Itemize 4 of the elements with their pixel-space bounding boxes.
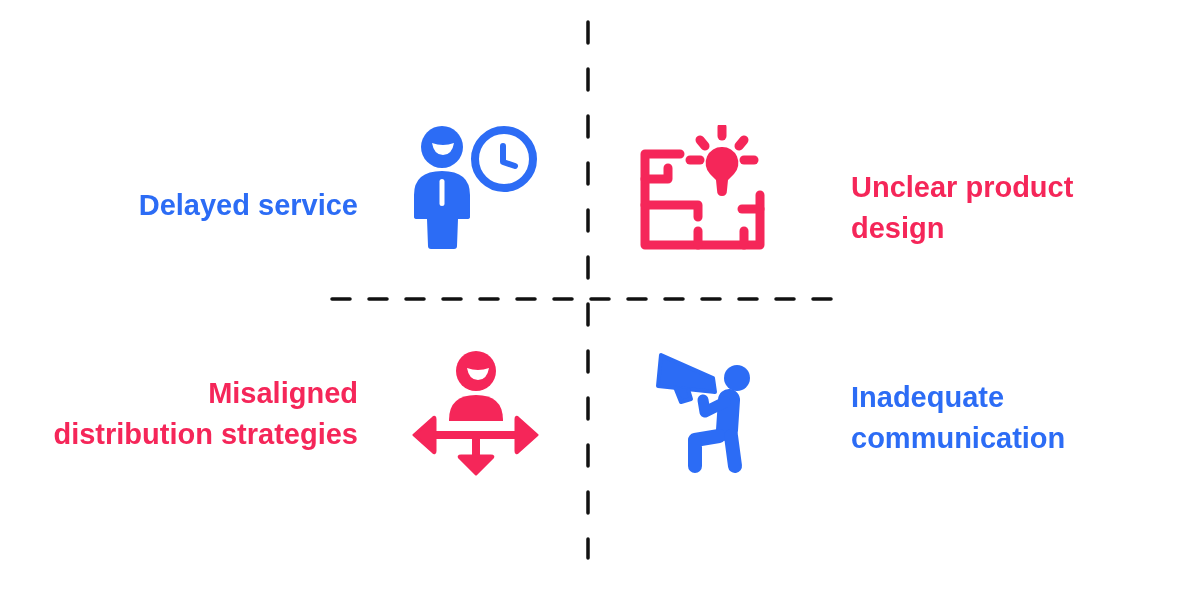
- quadrant-label: Inadequate communication: [851, 380, 1066, 456]
- quadrant-label: Unclear product design: [851, 170, 1074, 246]
- quadrant-label: Delayed service: [138, 187, 358, 223]
- quadrant-label: Misaligned distribution strategies: [53, 376, 358, 452]
